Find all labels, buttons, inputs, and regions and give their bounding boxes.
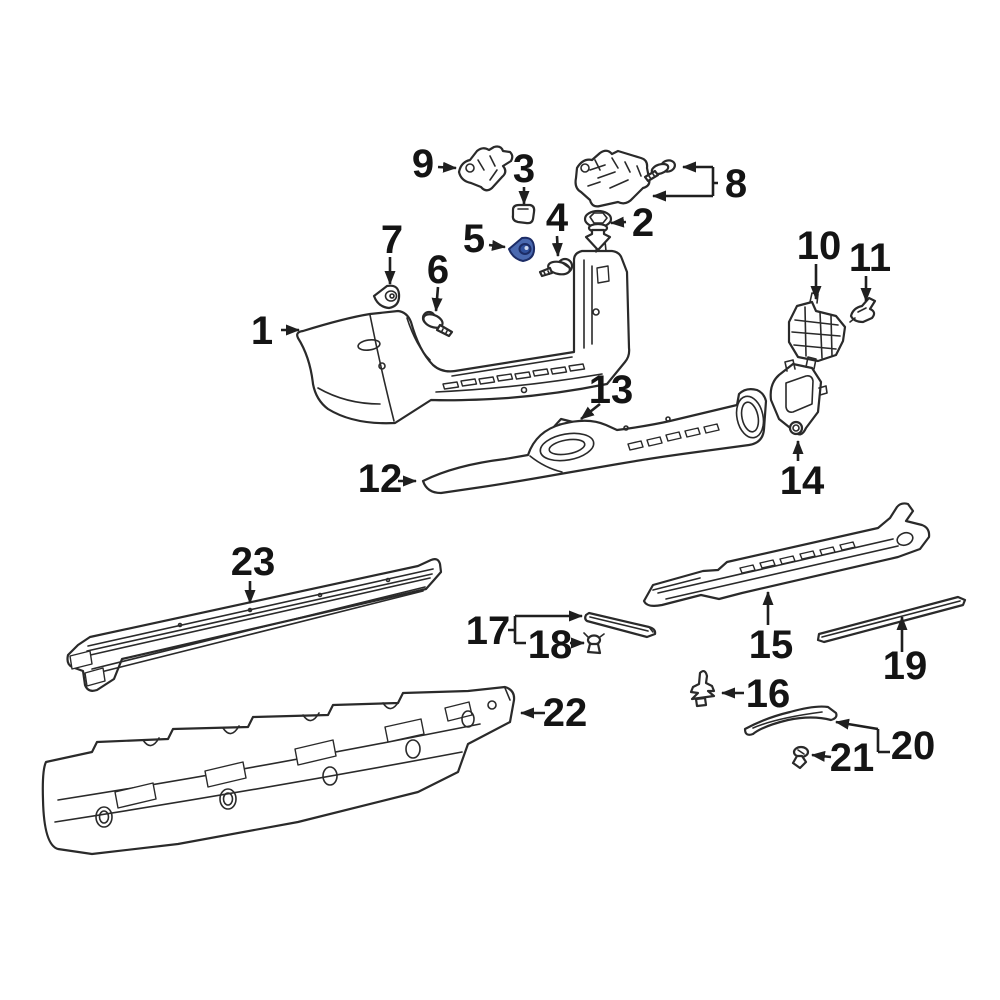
part-23-impact-bar-drawing — [66, 558, 443, 692]
part-20-trim-strip-drawing — [743, 705, 838, 736]
part-9-side-bracket-drawing — [457, 145, 514, 192]
leader-20-to-trim — [835, 718, 879, 731]
part-21-clip-drawing — [791, 745, 810, 770]
leader-13 — [580, 402, 601, 421]
part-10-retainer-bracket-drawing — [787, 292, 847, 363]
callout-9-label[interactable]: 9 — [412, 142, 434, 186]
callout-10-label[interactable]: 10 — [797, 224, 842, 268]
leader-21 — [811, 750, 832, 762]
part-15-lower-sill-drawing — [642, 502, 931, 607]
part-18-clip-drawing — [583, 632, 605, 655]
part-3-cushion-drawing — [511, 203, 536, 225]
leader-6 — [431, 286, 443, 312]
part-6-bolt-drawing — [421, 310, 454, 338]
part-16-push-clip-drawing — [689, 669, 716, 708]
part-17-rod-drawing — [584, 611, 657, 639]
callout-19-label[interactable]: 19 — [883, 644, 928, 688]
callout-4-label[interactable]: 4 — [546, 196, 569, 240]
callout-17-label[interactable]: 17 — [466, 609, 511, 653]
leader-20-bracket — [876, 729, 890, 754]
leader-9 — [437, 161, 457, 173]
part-11-clip-drawing — [849, 296, 877, 324]
callout-7-label[interactable]: 7 — [381, 218, 403, 262]
callout-18-label[interactable]: 18 — [528, 623, 573, 667]
callout-6-label[interactable]: 6 — [427, 248, 449, 292]
callout-15-label[interactable]: 15 — [749, 623, 794, 667]
part-12-lower-valance-drawing — [421, 388, 768, 495]
callout-13-label[interactable]: 13 — [589, 368, 634, 412]
callout-14-label[interactable]: 14 — [780, 459, 825, 503]
leader-lines — [244, 161, 908, 762]
callout-22-label[interactable]: 22 — [543, 691, 588, 735]
leader-17-bracket — [508, 616, 526, 645]
callout-3-label[interactable]: 3 — [513, 147, 535, 191]
leader-2 — [610, 216, 627, 228]
callout-21-label[interactable]: 21 — [830, 736, 875, 780]
part-2-clip-drawing — [583, 209, 613, 252]
leader-5 — [488, 239, 506, 251]
part-1-bumper-cover-drawing — [296, 240, 631, 425]
callout-23-label[interactable]: 23 — [231, 540, 276, 584]
leader-4 — [551, 235, 563, 257]
callout-1-label[interactable]: 1 — [251, 309, 273, 353]
callout-16-label[interactable]: 16 — [746, 672, 791, 716]
part-19-molding-strip-drawing — [816, 595, 967, 644]
part-14-sensor-bracket-drawing — [769, 356, 828, 436]
part-5-grommet-highlighted[interactable] — [508, 236, 536, 262]
callout-12-label[interactable]: 12 — [358, 457, 403, 501]
part-4-bolt-drawing — [538, 257, 574, 278]
leader-8-bracket — [711, 167, 718, 196]
part-22-energy-absorber-drawing — [41, 685, 516, 856]
part-7-grommet-drawing — [372, 284, 401, 310]
part-8-bracket-drawing — [574, 149, 651, 208]
callout-2-label[interactable]: 2 — [632, 201, 654, 245]
part-8-bolt-drawing — [643, 159, 677, 183]
callout-20-label[interactable]: 20 — [891, 724, 936, 768]
callout-5-label[interactable]: 5 — [463, 217, 485, 261]
callout-8-label[interactable]: 8 — [725, 162, 747, 206]
callout-11-label[interactable]: 11 — [849, 236, 891, 280]
callout-labels: 1 2 3 4 5 6 7 8 9 10 11 12 13 14 15 16 1… — [231, 142, 936, 780]
